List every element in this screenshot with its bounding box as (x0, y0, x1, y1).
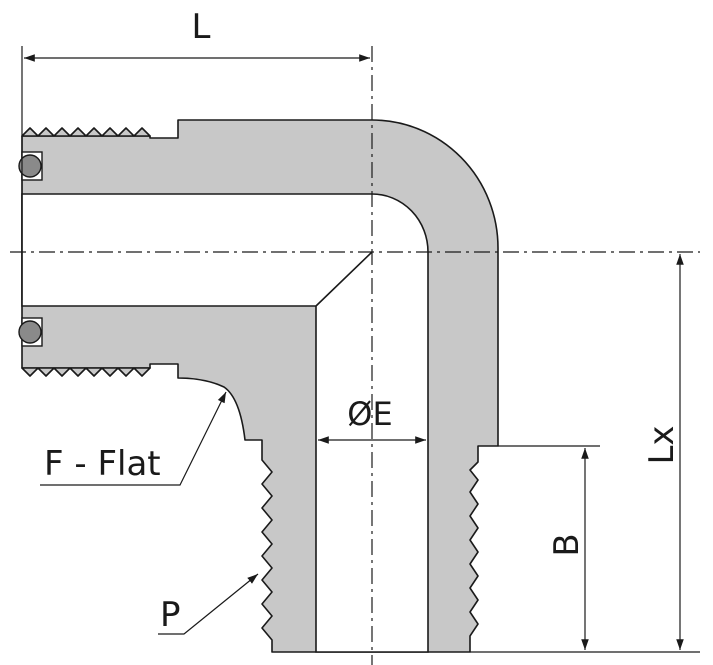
oring-top (18, 154, 42, 178)
label-B: B (547, 533, 587, 556)
thread-top (21, 127, 151, 137)
label-Lx: Lx (642, 425, 682, 464)
label-F-flat: F - Flat (44, 444, 161, 484)
label-L: L (192, 7, 211, 47)
inner-bore (21, 193, 429, 653)
P-leader (158, 573, 259, 635)
label-P: P (160, 595, 181, 635)
thread-bottom (21, 367, 151, 377)
oring-bottom (18, 320, 42, 344)
F-leader (40, 391, 227, 486)
label-E: ØE (347, 395, 392, 433)
